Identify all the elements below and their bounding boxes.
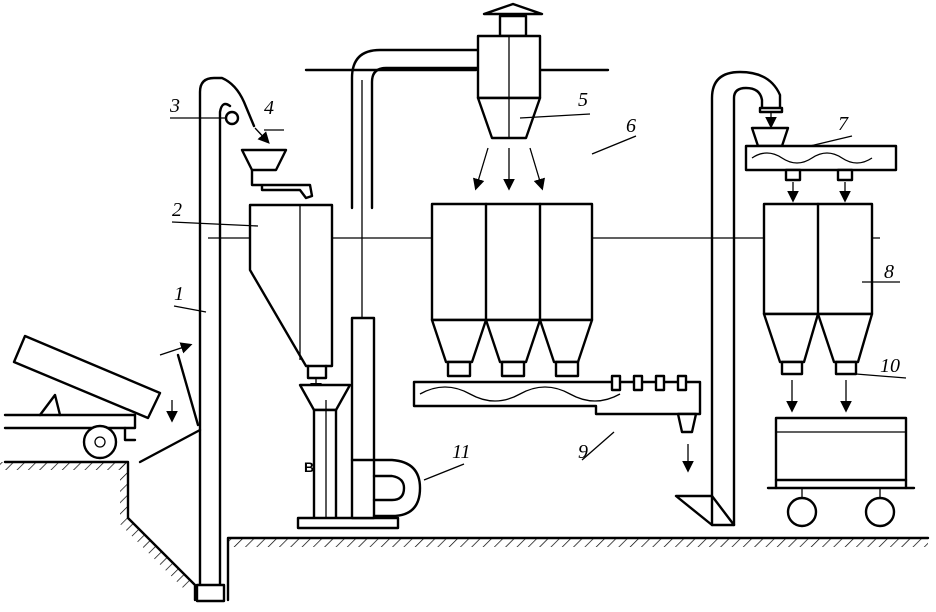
bins-6 (430, 202, 594, 378)
dump-truck (3, 334, 162, 460)
label-10: 10 (880, 355, 900, 377)
silo-2 (248, 203, 334, 395)
leader-lines (170, 113, 907, 481)
receiving-hopper (159, 342, 200, 427)
bucket-elevator-2 (674, 70, 784, 527)
label-6: 6 (626, 115, 636, 137)
label-9: 9 (578, 441, 588, 463)
screw-conveyor-9 (412, 374, 702, 473)
label-2: 2 (172, 199, 182, 221)
label-7: 7 (838, 113, 849, 135)
pneumatic-pipe (350, 48, 482, 520)
label-1: 1 (174, 283, 184, 305)
ground (0, 428, 930, 602)
hopper-4 (240, 148, 314, 200)
label-8: 8 (884, 261, 894, 283)
label-4: 4 (264, 97, 274, 119)
bins-8 (762, 202, 874, 413)
machine-b-mark: B (304, 459, 314, 475)
screw-conveyor-7 (744, 126, 898, 203)
label-3: 3 (169, 95, 180, 117)
rail-wagon (766, 416, 916, 528)
machine-b (296, 383, 400, 530)
label-5: 5 (578, 89, 588, 111)
label-11: 11 (452, 441, 471, 463)
cyclone-5 (473, 2, 545, 191)
